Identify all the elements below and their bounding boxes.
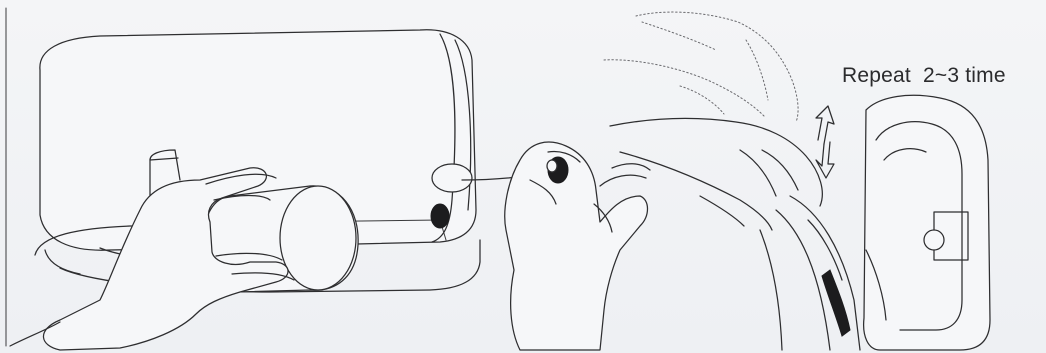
pull-tab-icon: [505, 142, 650, 350]
foot-massager-icon: [760, 95, 990, 350]
repeat-instruction-text: Repeat 2~3 time: [842, 64, 1006, 88]
